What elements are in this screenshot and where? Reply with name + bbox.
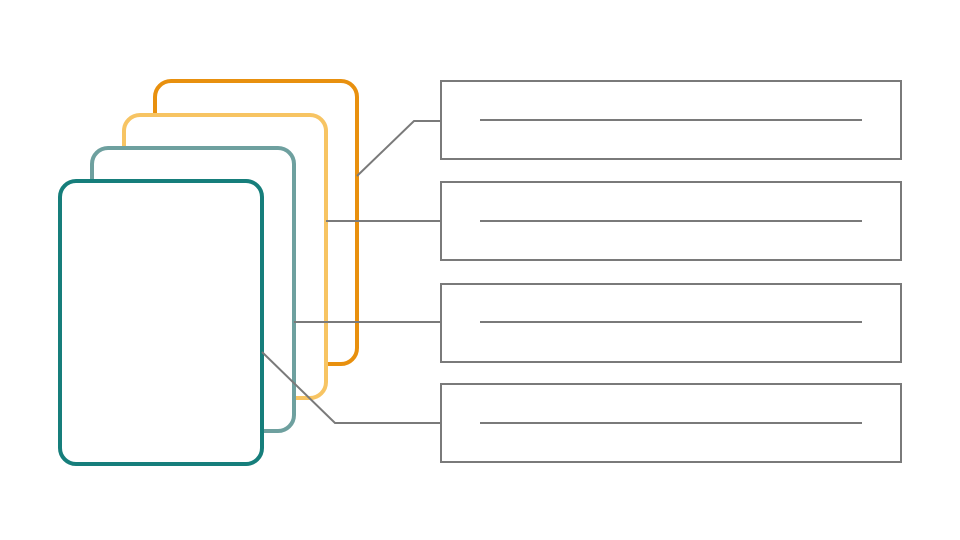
callout-box-2 — [440, 181, 902, 261]
callout-box-4 — [440, 383, 902, 463]
callout-box-3 — [440, 283, 902, 363]
connector-line-1 — [356, 120, 441, 177]
callout-box-1 — [440, 80, 902, 160]
card-front — [58, 179, 264, 466]
connector-line-4 — [261, 351, 441, 424]
